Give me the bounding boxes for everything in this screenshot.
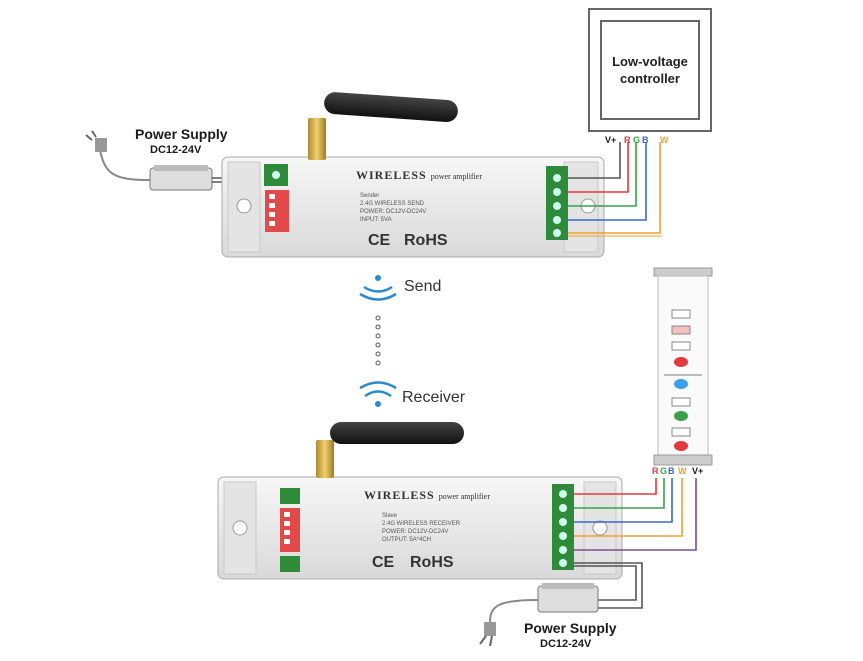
signal-dots: [375, 315, 381, 366]
receiver-ce-mark: CE: [372, 554, 395, 571]
wire-label-g-top: G: [633, 135, 641, 145]
receiver-brand: WIRELESS power amplifier: [364, 488, 490, 503]
wifi-send-icon: [359, 275, 397, 301]
receiver-spec-line: Slave: [382, 513, 398, 519]
wire-label-vplus-bottom: V+: [692, 466, 704, 476]
sender-brand-name: WIRELESS: [356, 168, 427, 182]
wire-label-b-top: B: [642, 135, 649, 145]
sender-spec-line: 2.4G WIRELESS SEND: [360, 201, 425, 207]
sender-spec-line: INPUT: 5VA: [360, 217, 392, 223]
power-supply-bottom-title: Power Supply: [524, 620, 617, 636]
wire-label-w-top: W: [660, 135, 669, 145]
sender-spec: Sender 2.4G WIRELESS SEND POWER: DC12V-D…: [360, 192, 426, 224]
controller-label-line2: controller: [620, 71, 680, 86]
receiver-spec-line: 2.4G WIRELESS RECEIVER: [382, 521, 461, 527]
sender-spec-line: Sender: [360, 193, 380, 199]
receiver-label: Receiver: [402, 389, 466, 406]
sender-brand-sub: power amplifier: [430, 172, 483, 181]
sender-rohs-mark: RoHS: [404, 232, 448, 249]
receiver-module: [217, 422, 623, 580]
receiver-rohs-mark: RoHS: [410, 554, 454, 571]
wire-label-r-top: R: [624, 135, 631, 145]
wire-label-w-bottom: W: [678, 466, 687, 476]
sender-module: [221, 92, 605, 258]
receiver-brand-sub: power amplifier: [438, 492, 491, 501]
wire-label-r-bottom: R: [652, 466, 659, 476]
wire-label-vplus-top: V+: [605, 135, 617, 145]
wire-label-b-bottom: B: [668, 466, 675, 476]
power-supply-bottom-voltage: DC12-24V: [540, 638, 592, 650]
sender-brand: WIRELESS power amplifier: [356, 168, 482, 183]
receiver-spec: Slave 2.4G WIRELESS RECEIVER POWER: DC12…: [382, 512, 460, 544]
bottom-wires: [574, 478, 697, 609]
receiver-spec-line: POWER: DC12V-DC24V: [382, 529, 449, 535]
top-wires: [568, 142, 662, 237]
send-label: Send: [404, 278, 442, 295]
controller-label-line1: Low-voltage: [612, 54, 688, 69]
sender-ce-mark: CE: [368, 232, 391, 249]
sender-spec-line: POWER: DC12V-DC24V: [360, 209, 427, 215]
wire-label-g-bottom: G: [660, 466, 668, 476]
receiver-spec-line: OUTPUT: 5A*4CH: [382, 537, 432, 543]
wifi-receive-icon: [359, 381, 397, 407]
power-supply-top-title: Power Supply: [135, 126, 228, 142]
receiver-brand-name: WIRELESS: [364, 488, 435, 502]
low-voltage-controller: Low-voltage controller: [588, 8, 712, 132]
led-strip: [653, 267, 713, 466]
power-supply-top-voltage: DC12-24V: [150, 144, 202, 156]
power-supply-bottom: [479, 583, 599, 647]
